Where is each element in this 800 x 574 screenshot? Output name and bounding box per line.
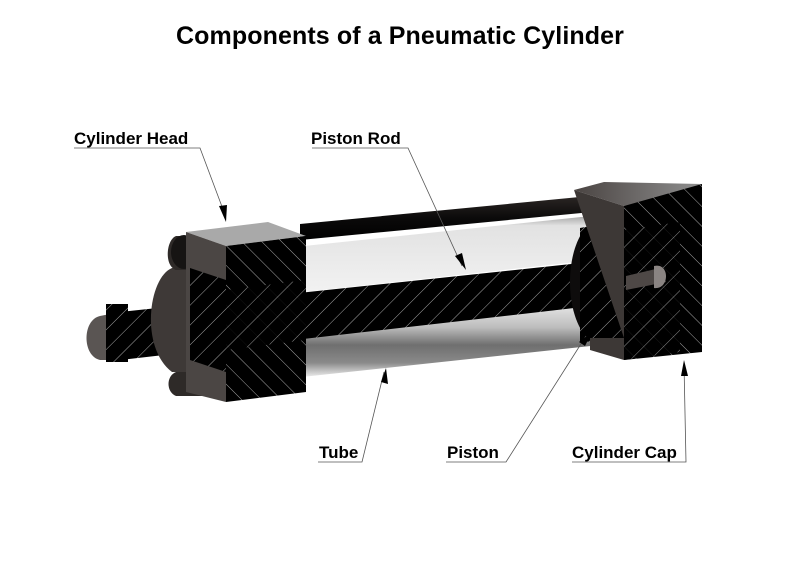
cylinder-cap-top — [574, 182, 702, 206]
arrow-piston — [579, 332, 592, 346]
arrow-piston-rod — [455, 253, 466, 270]
cylinder-cap-side — [574, 190, 624, 360]
tube-lower — [302, 306, 600, 377]
diagram-title: Components of a Pneumatic Cylinder — [176, 22, 624, 50]
rod-end-nut — [106, 304, 128, 362]
arrow-cylinder-head — [219, 205, 227, 222]
label-piston-rod: Piston Rod — [311, 129, 401, 148]
leader-piston — [446, 335, 587, 463]
label-piston: Piston — [447, 443, 499, 462]
tube-upper — [304, 214, 612, 292]
cylinder-head-top — [186, 222, 306, 246]
label-cylinder-head: Cylinder Head — [74, 129, 189, 148]
head-boss — [150, 268, 190, 372]
leader-cylinder-cap — [572, 363, 687, 463]
leader-piston-rod — [312, 147, 463, 267]
leader-tube — [318, 371, 385, 463]
arrow-tube — [381, 368, 388, 384]
leader-cylinder-head — [74, 147, 225, 213]
arrow-cylinder-cap — [681, 360, 688, 376]
label-tube: Tube — [319, 443, 359, 462]
label-cylinder-cap: Cylinder Cap — [572, 443, 677, 462]
tie-rod-top — [300, 196, 592, 240]
